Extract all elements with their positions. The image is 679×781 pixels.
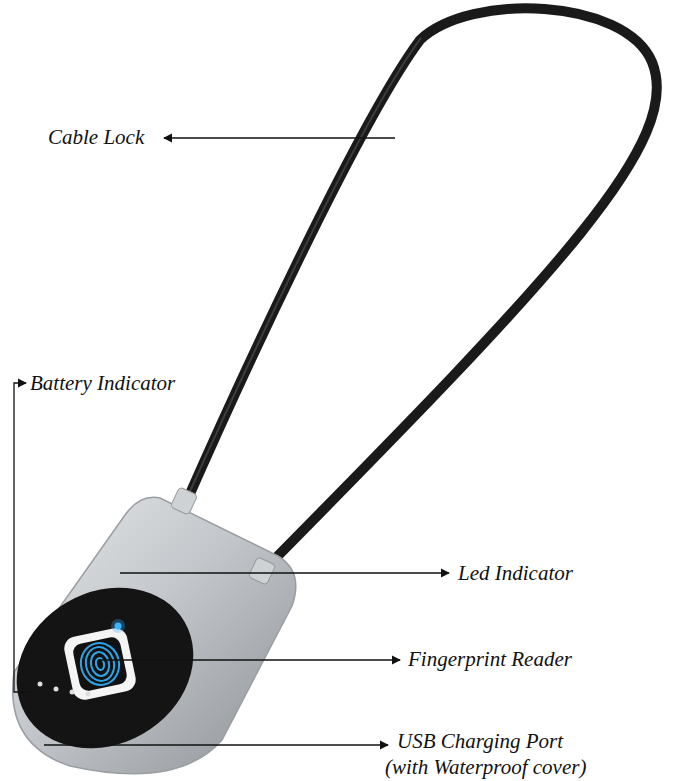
part-label: Cable Lock [48, 125, 144, 149]
part-label: USB Charging Port [397, 729, 563, 753]
part-label: Led Indicator [458, 561, 573, 585]
cable [185, 8, 657, 572]
fingerprint-sensor [62, 626, 138, 702]
part-label: Battery Indicator [30, 371, 175, 395]
lock-face [0, 556, 223, 780]
part-note: (with Waterproof cover) [385, 755, 586, 779]
part-label: Fingerprint Reader [408, 647, 572, 671]
battery-dots [38, 682, 91, 697]
leader-lines [14, 138, 449, 745]
